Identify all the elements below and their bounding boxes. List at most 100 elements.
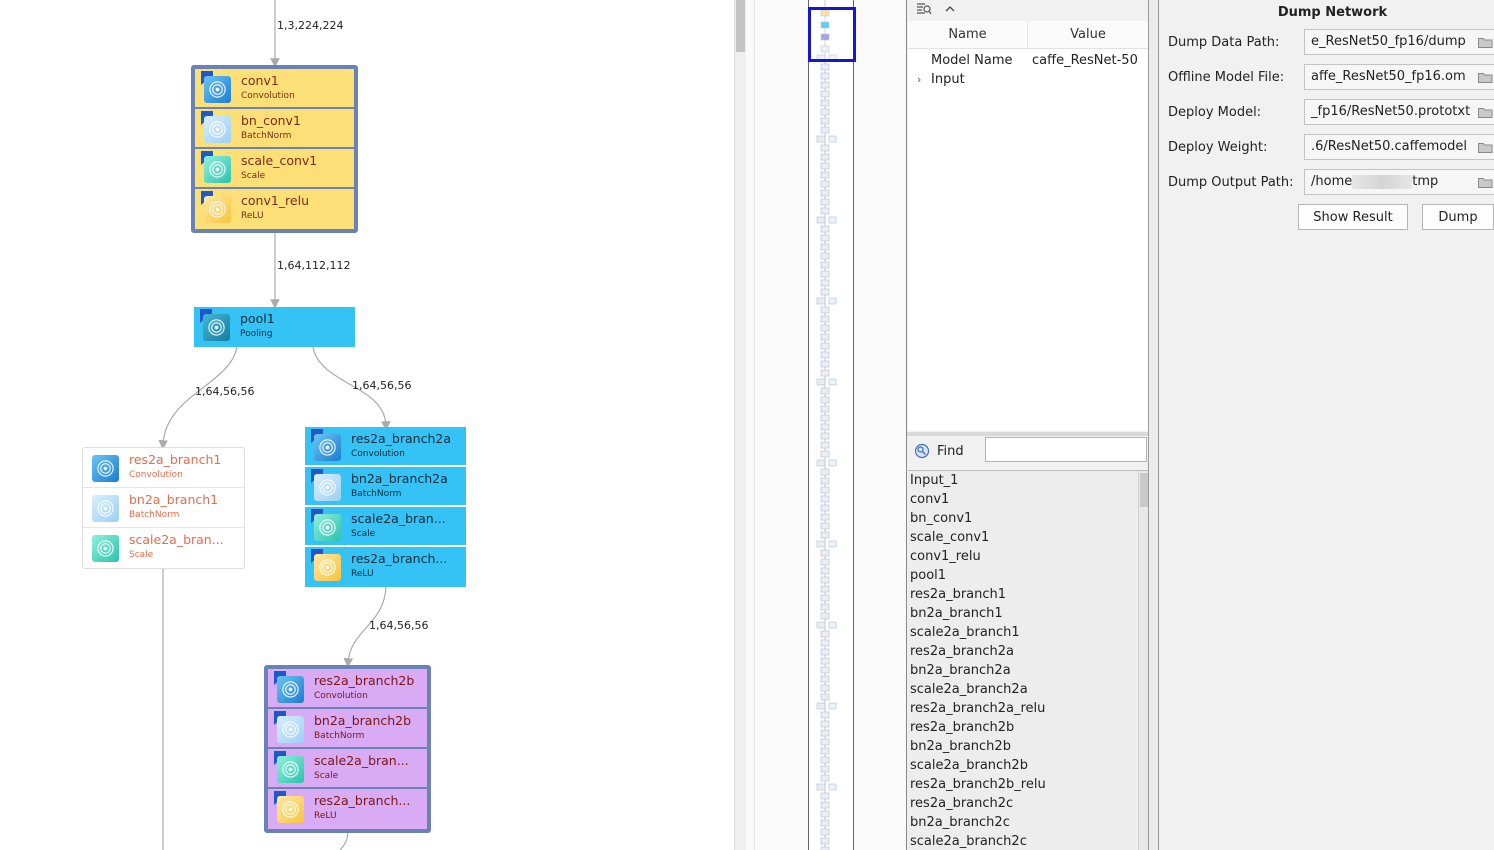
layer-type-icon	[203, 314, 230, 341]
layer-list-item[interactable]: scale_conv1	[910, 530, 990, 545]
layer-node[interactable]: scale2a_bran...Scale	[268, 749, 427, 789]
deploy-weight-label: Deploy Weight:	[1168, 139, 1268, 155]
network-graph-canvas[interactable]: 1,3,224,224 1,64,112,112 1,64,56,56 1,64…	[0, 0, 734, 850]
layer-list-item[interactable]: bn2a_branch2b	[910, 739, 1011, 754]
layer-list-item[interactable]: pool1	[910, 568, 947, 583]
layer-list-item[interactable]: res2a_branch2b_relu	[910, 777, 1046, 792]
minimap-node	[820, 792, 830, 800]
layer-list-item[interactable]: scale2a_branch2c	[910, 834, 1027, 849]
collapse-up-icon[interactable]	[941, 2, 959, 16]
layer-list-item[interactable]: conv1_relu	[910, 549, 981, 564]
layer-list-scrollbar-thumb[interactable]	[1140, 473, 1148, 507]
minimap-node	[820, 567, 830, 575]
layer-list-item[interactable]: bn2a_branch2a	[910, 663, 1011, 678]
property-row-model-name[interactable]: Model Name caffe_ResNet-50	[908, 51, 1148, 70]
layer-list-item[interactable]: scale2a_branch2b	[910, 758, 1028, 773]
edge-branch2a-branch2b	[343, 586, 387, 668]
value-column-header[interactable]: Value	[1070, 27, 1106, 42]
layer-list-item[interactable]: res2a_branch2c	[910, 796, 1014, 811]
layer-node[interactable]: res2a_branch...ReLU	[268, 789, 427, 829]
overview-viewport-box[interactable]	[808, 7, 856, 62]
graph-overview[interactable]	[754, 0, 906, 850]
minimap-node	[820, 756, 830, 764]
layer-list[interactable]: Input_1 conv1 bn_conv1 scale_conv1 conv1_rel…	[908, 470, 1148, 850]
layer-list-item[interactable]: Input_1	[910, 473, 959, 488]
minimap-node	[820, 63, 830, 71]
layer-list-item[interactable]: res2a_branch2b	[910, 720, 1015, 735]
minimap-node	[820, 612, 830, 620]
minimap-node	[828, 783, 837, 791]
layer-list-item[interactable]: scale2a_branch1	[910, 625, 1020, 640]
graph-edges	[158, 0, 391, 850]
graph-scrollbar-thumb[interactable]	[736, 0, 745, 52]
edge-pool1-branch2a	[312, 346, 391, 431]
layer-list-scrollbar[interactable]	[1138, 471, 1148, 850]
layer-type-icon	[277, 676, 304, 703]
dump-data-path-field[interactable]: e_ResNet50_fp16/dump	[1304, 29, 1494, 55]
folder-icon[interactable]	[1478, 107, 1493, 118]
minimap-node	[820, 720, 830, 728]
minimap-node	[820, 648, 830, 656]
property-row-input[interactable]: ›Input	[908, 70, 1148, 89]
minimap-node	[820, 207, 830, 215]
deploy-model-field[interactable]: _fp16/ResNet50.prototxt	[1304, 99, 1494, 125]
offline-model-file-field[interactable]: affe_ResNet50_fp16.om	[1304, 64, 1494, 90]
show-result-button[interactable]: Show Result	[1298, 204, 1408, 230]
folder-icon[interactable]	[1478, 37, 1493, 48]
layer-node[interactable]: scale2a_bran...Scale	[305, 507, 466, 547]
layer-list-item[interactable]: res2a_branch2a	[910, 644, 1014, 659]
deploy-weight-field[interactable]: .6/ResNet50.caffemodel	[1304, 134, 1494, 160]
minimap-node	[820, 513, 830, 521]
minimap-node	[820, 810, 830, 818]
folder-icon[interactable]	[1478, 177, 1493, 188]
minimap-node	[820, 765, 830, 773]
fit-view-icon[interactable]	[915, 2, 933, 16]
layer-node[interactable]: scale2a_bran...Scale	[83, 528, 244, 568]
panel-splitter[interactable]	[907, 432, 1149, 436]
dump-button[interactable]: Dump	[1422, 204, 1494, 230]
layer-type-icon	[277, 796, 304, 823]
expand-chevron-icon[interactable]: ›	[917, 73, 922, 86]
graph-scrollbar[interactable]	[734, 0, 746, 850]
layer-list-item[interactable]: res2a_branch2a_relu	[910, 701, 1046, 716]
minimap-node	[820, 603, 830, 611]
overview-minimap-graph	[816, 0, 837, 850]
layer-type: Scale	[241, 171, 266, 181]
panel-divider[interactable]	[1148, 0, 1159, 850]
layer-list-item[interactable]: res2a_branch1	[910, 587, 1007, 602]
overview-strip[interactable]	[808, 0, 854, 850]
layer-type-icon	[277, 756, 304, 783]
find-input[interactable]	[985, 437, 1147, 462]
minimap-node	[816, 378, 826, 386]
folder-icon[interactable]	[1478, 72, 1493, 83]
name-column-header[interactable]: Name	[908, 21, 1028, 48]
minimap-node	[820, 594, 830, 602]
layer-node[interactable]: res2a_branch...ReLU	[305, 547, 466, 587]
minimap-node	[820, 180, 830, 188]
layer-list-item[interactable]: bn_conv1	[910, 511, 973, 526]
folder-icon[interactable]	[1478, 142, 1493, 153]
layer-list-item[interactable]: conv1	[910, 492, 950, 507]
layer-list-item[interactable]: scale2a_branch2a	[910, 682, 1028, 697]
minimap-node	[820, 369, 830, 377]
layer-list-item[interactable]: bn2a_branch2c	[910, 815, 1010, 830]
layer-list-item[interactable]: bn2a_branch1	[910, 606, 1003, 621]
